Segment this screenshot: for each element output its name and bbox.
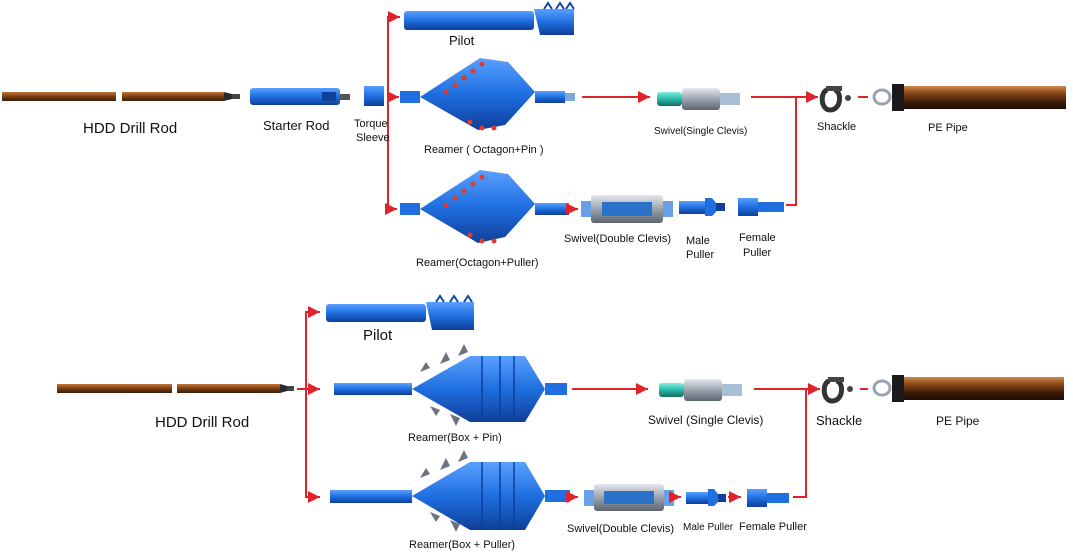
bottom-male-puller-image: [686, 489, 726, 506]
bottom-swivel-single-image: [659, 379, 742, 401]
torque-sleeve-label-line2: Sleeve: [356, 132, 390, 144]
bottom-swivel-single-label: Swivel (Single Clevis): [648, 413, 763, 427]
top-reamer-puller-label: Reamer(Octagon+Puller): [416, 257, 539, 269]
top-drill-rod-image: [2, 92, 240, 101]
bottom-swivel-double-label: Swivel(Double Clevis): [567, 523, 674, 535]
top-drill-rod-label: HDD Drill Rod: [83, 120, 177, 137]
bottom-reamer-pin-label: Reamer(Box + Pin): [408, 432, 502, 444]
bottom-pilot-label: Pilot: [363, 327, 393, 344]
bottom-drill-rod-label: HDD Drill Rod: [155, 414, 249, 431]
bottom-pe-pipe-image: [872, 375, 1064, 402]
top-swivel-double-label: Swivel(Double Clevis): [564, 233, 671, 245]
top-swivel-double-image: [581, 195, 673, 223]
top-pilot-label: Pilot: [449, 33, 475, 48]
bottom-swivel-double-image: [584, 484, 674, 511]
top-male-puller-label-line1: Male: [686, 235, 710, 247]
torque-sleeve-image: [364, 86, 384, 106]
top-pe-pipe-image: [872, 84, 1066, 111]
reamer-box-puller-image: [330, 450, 570, 532]
bottom-shackle-image: [821, 377, 853, 404]
torque-sleeve-label-line1: Torque: [354, 118, 388, 130]
bottom-section: HDD Drill Rod Pilot Reamer(Box + Pin) Re…: [57, 294, 1064, 551]
top-section: HDD Drill Rod Starter Rod Torque Sleeve …: [2, 1, 1066, 269]
top-shackle-label: Shackle: [817, 121, 856, 133]
bottom-female-puller-image: [747, 489, 789, 507]
reamer-octagon-pin-image: [400, 58, 575, 131]
bottom-female-puller-label: Female Puller: [739, 521, 807, 533]
bottom-drill-rod-image: [57, 384, 294, 393]
starter-rod-image: [250, 88, 350, 105]
reamer-octagon-puller-image: [400, 170, 569, 244]
top-reamer-pin-label: Reamer ( Octagon+Pin ): [424, 144, 544, 156]
bottom-male-puller-label: Male Puller: [683, 522, 734, 533]
bottom-reamer-puller-label: Reamer(Box + Puller): [409, 539, 515, 551]
top-male-puller-image: [679, 198, 725, 216]
top-flow-arrows: [385, 11, 868, 215]
top-shackle-image: [819, 86, 851, 113]
starter-rod-label: Starter Rod: [263, 118, 329, 133]
bottom-pilot-image: [326, 294, 474, 330]
top-female-puller-image: [738, 198, 784, 216]
top-male-puller-label-line2: Puller: [686, 249, 714, 261]
top-female-puller-label-line1: Female: [739, 232, 776, 244]
top-female-puller-label-line2: Puller: [743, 247, 771, 259]
top-swivel-single-label: Swivel(Single Clevis): [654, 126, 747, 137]
top-swivel-single-image: [657, 88, 740, 110]
bottom-flow-arrows: [297, 306, 868, 503]
top-pilot-image: [404, 1, 575, 35]
bottom-pe-pipe-label: PE Pipe: [936, 414, 980, 428]
top-pe-pipe-label: PE Pipe: [928, 122, 968, 134]
reamer-box-pin-image: [334, 344, 567, 426]
bottom-shackle-label: Shackle: [816, 413, 862, 428]
